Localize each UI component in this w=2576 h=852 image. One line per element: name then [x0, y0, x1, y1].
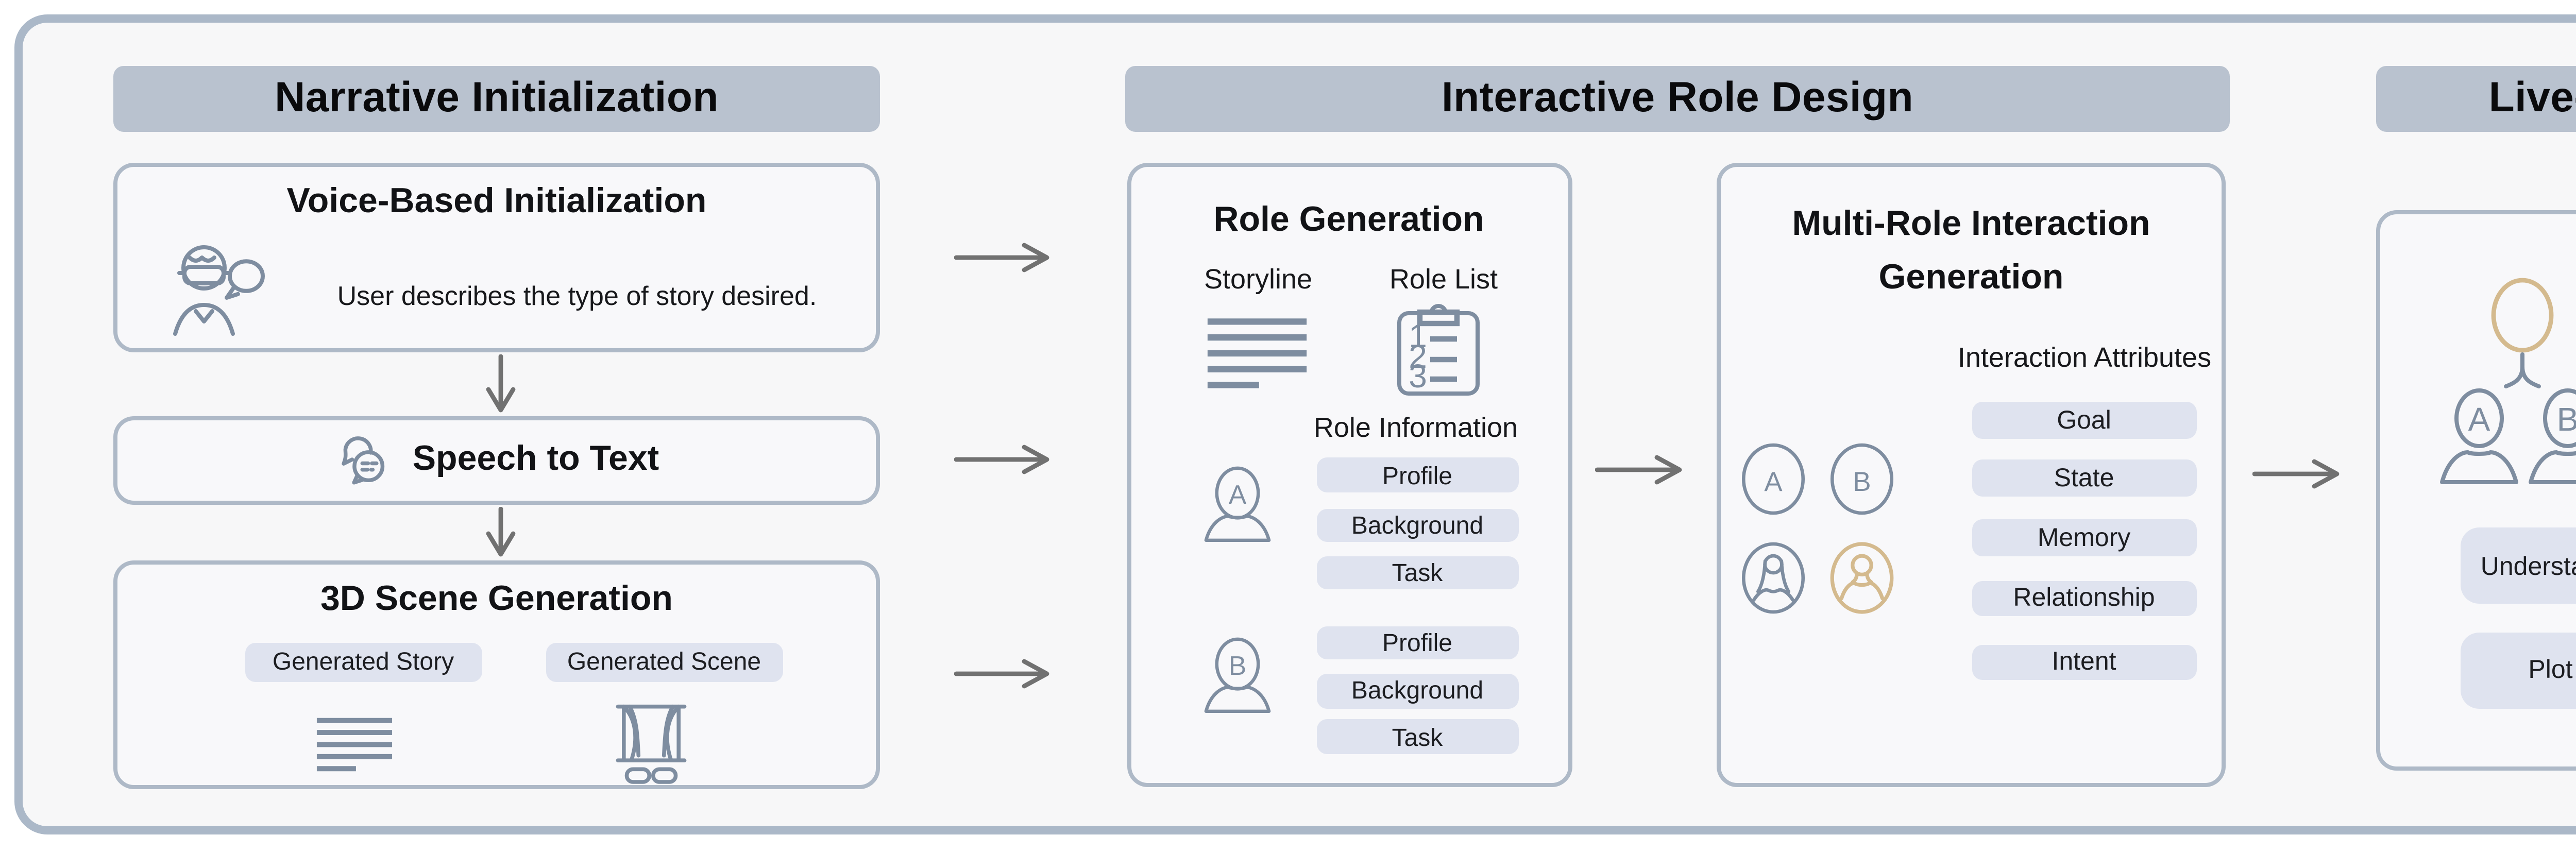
role-switch-icon: A B: [2440, 278, 2576, 484]
box-title: Role Generation: [1213, 199, 1484, 238]
chip-label: Plot Reconstruction Capabilities: [2528, 655, 2576, 685]
flow-arrow-right-icon: [954, 659, 1049, 689]
interaction-attributes-label: Interaction Attributes: [1957, 342, 2212, 373]
task-chip: Task: [1317, 556, 1518, 590]
avatar-letter: B: [1853, 466, 1871, 496]
chip-label: Relationship: [2013, 584, 2155, 612]
avatar-letter: B: [2557, 401, 2576, 438]
role-information-label: Role Information: [1313, 412, 1518, 443]
generated-story-chip: Generated Story: [244, 642, 482, 682]
box-title: Speech to Text: [412, 439, 659, 479]
theater-stage-icon: [616, 703, 687, 783]
multi-role-interaction-box: Multi-Role Interaction Generation Intera…: [1717, 162, 2226, 787]
avatar-letter: A: [2468, 401, 2490, 438]
chip-label: Goal: [2057, 405, 2111, 435]
bust-avatar-b-icon: B: [1204, 636, 1271, 712]
memory-chip: Memory: [1972, 520, 2196, 556]
clipboard-list-icon: 1 2 3: [1396, 303, 1479, 395]
man-avatar-icon: [1830, 542, 1894, 614]
clipboard-number: 3: [1408, 356, 1426, 394]
generated-scene-chip: Generated Scene: [545, 642, 783, 682]
flow-arrow-right-icon: [954, 242, 1049, 271]
section-header-interactive-role-design: Interactive Role Design: [1125, 66, 2230, 132]
flow-arrow-down-icon: [486, 507, 516, 557]
storyline-label: Storyline: [1204, 264, 1313, 295]
state-chip: State: [1972, 460, 2196, 497]
speech-to-text-box: Speech to Text: [113, 416, 880, 504]
chip-label: Task: [1392, 558, 1443, 588]
chip-label: Understanding By Acting Different Roles: [2480, 552, 2576, 581]
scene-generation-box: 3D Scene Generation Generated Story Gene…: [113, 559, 880, 788]
box-title-line2: Generation: [1878, 258, 2064, 297]
circle-b-icon: B: [1830, 442, 1894, 514]
woman-avatar-icon: [1740, 542, 1804, 614]
live-action-role-play-box: A B Role Switch + Plot Reconstruction Un…: [2376, 210, 2576, 770]
profile-chip: Profile: [1317, 626, 1518, 660]
background-chip: Background: [1317, 508, 1518, 542]
chip-label: Memory: [2037, 523, 2131, 553]
background-chip: Background: [1317, 674, 1518, 708]
relationship-chip: Relationship: [1972, 580, 2196, 616]
chip-label: Task: [1392, 722, 1443, 752]
goal-chip: Goal: [1972, 402, 2196, 438]
bust-avatar-a-icon: A: [1204, 466, 1271, 542]
flow-arrow-right-icon: [1595, 454, 1682, 484]
section-header-label: Interactive Role Design: [1441, 74, 1913, 122]
clipboard-number: 1: [1408, 316, 1426, 353]
bust-avatar-b-icon: B: [2529, 388, 2576, 484]
circle-a-icon: A: [1740, 442, 1804, 514]
flow-arrow-right-icon: [2252, 458, 2340, 488]
chip-label: Generated Scene: [567, 647, 761, 676]
chip-label: Profile: [1382, 628, 1452, 658]
story-lines-icon: [316, 717, 393, 771]
story-lines-icon: [1206, 317, 1306, 387]
voice-based-initialization-box: Voice-Based Initialization User describe…: [113, 162, 880, 351]
intent-chip: Intent: [1972, 644, 2196, 680]
chip-label: Intent: [2052, 647, 2116, 677]
flow-arrow-right-icon: [954, 445, 1049, 474]
chip-label: State: [2054, 464, 2114, 493]
chip-label: Background: [1351, 676, 1484, 706]
section-header-narrative-initialization: Narrative Initialization: [113, 66, 880, 132]
avatar-letter: A: [1763, 466, 1782, 496]
flow-arrow-down-icon: [486, 353, 516, 412]
chip-label: Generated Story: [272, 647, 454, 676]
chip-label: Profile: [1382, 461, 1452, 490]
vr-user-icon: [173, 244, 265, 335]
bust-avatar-a-icon: A: [2440, 388, 2518, 484]
understanding-roles-chip: Understanding By Acting Different Roles: [2460, 528, 2576, 605]
avatar-letter: A: [1229, 480, 1247, 509]
role-generation-box: Role Generation Storyline Role List 1 2 …: [1126, 162, 1571, 787]
chat-bubbles-icon: [342, 437, 385, 485]
section-header-label: Live-Action Role Play: [2488, 74, 2576, 122]
role-list-label: Role List: [1389, 264, 1498, 295]
box-title: Voice-Based Initialization: [286, 180, 707, 219]
avatar-letter: B: [1229, 650, 1246, 679]
section-header-live-action-role-play: Live-Action Role Play: [2376, 66, 2576, 132]
chip-label: Background: [1351, 510, 1484, 539]
voice-description: User describes the type of story desired…: [337, 279, 817, 310]
section-header-label: Narrative Initialization: [275, 74, 719, 122]
profile-chip: Profile: [1317, 458, 1518, 492]
box-title: Multi-Role Interaction Generation: [1721, 197, 2222, 306]
plot-reconstruction-chip: Plot Reconstruction Capabilities: [2460, 632, 2576, 708]
clipboard-number: 2: [1408, 337, 1426, 374]
task-chip: Task: [1317, 720, 1518, 754]
box-title: 3D Scene Generation: [320, 578, 673, 617]
box-title-line1: Multi-Role Interaction: [1792, 203, 2150, 242]
